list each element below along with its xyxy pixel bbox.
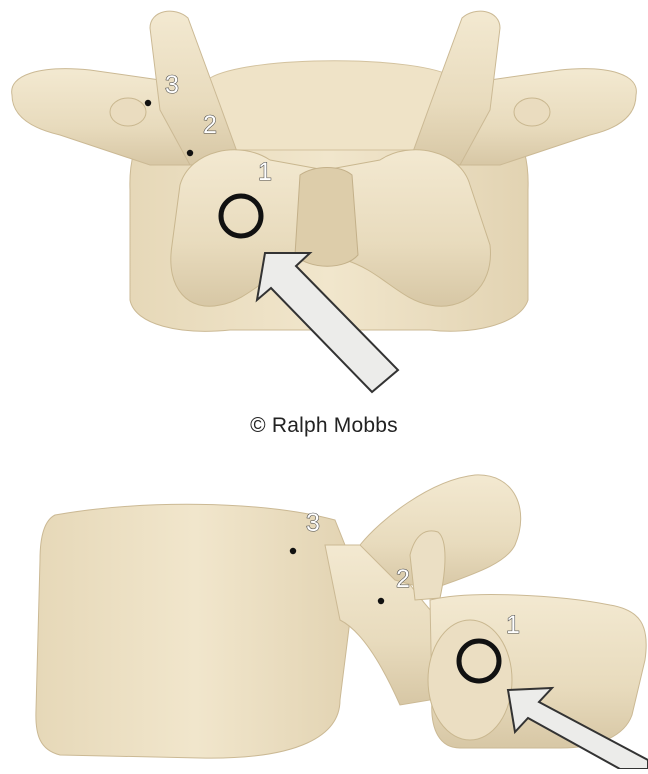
- top-vertebra-image: [12, 11, 637, 331]
- side-marker-label-2: 2: [396, 565, 410, 593]
- side-marker-dot-3: [290, 548, 296, 554]
- top-marker-label-2: 2: [203, 111, 217, 139]
- top-right-mammillary: [514, 98, 550, 126]
- top-spinous-process: [295, 168, 358, 267]
- side-vertebral-body: [36, 504, 355, 758]
- top-marker-label-1: 1: [258, 158, 272, 186]
- top-marker-label-3: 3: [165, 71, 179, 99]
- side-marker-dot-2: [378, 598, 384, 604]
- side-marker-label-3: 3: [306, 509, 320, 537]
- side-transverse-process: [410, 531, 445, 600]
- side-marker-label-1: 1: [506, 611, 520, 639]
- copyright-text: © Ralph Mobbs: [0, 414, 648, 438]
- top-marker-dot-2: [187, 150, 193, 156]
- top-marker-dot-3: [145, 100, 151, 106]
- top-left-mammillary: [110, 98, 146, 126]
